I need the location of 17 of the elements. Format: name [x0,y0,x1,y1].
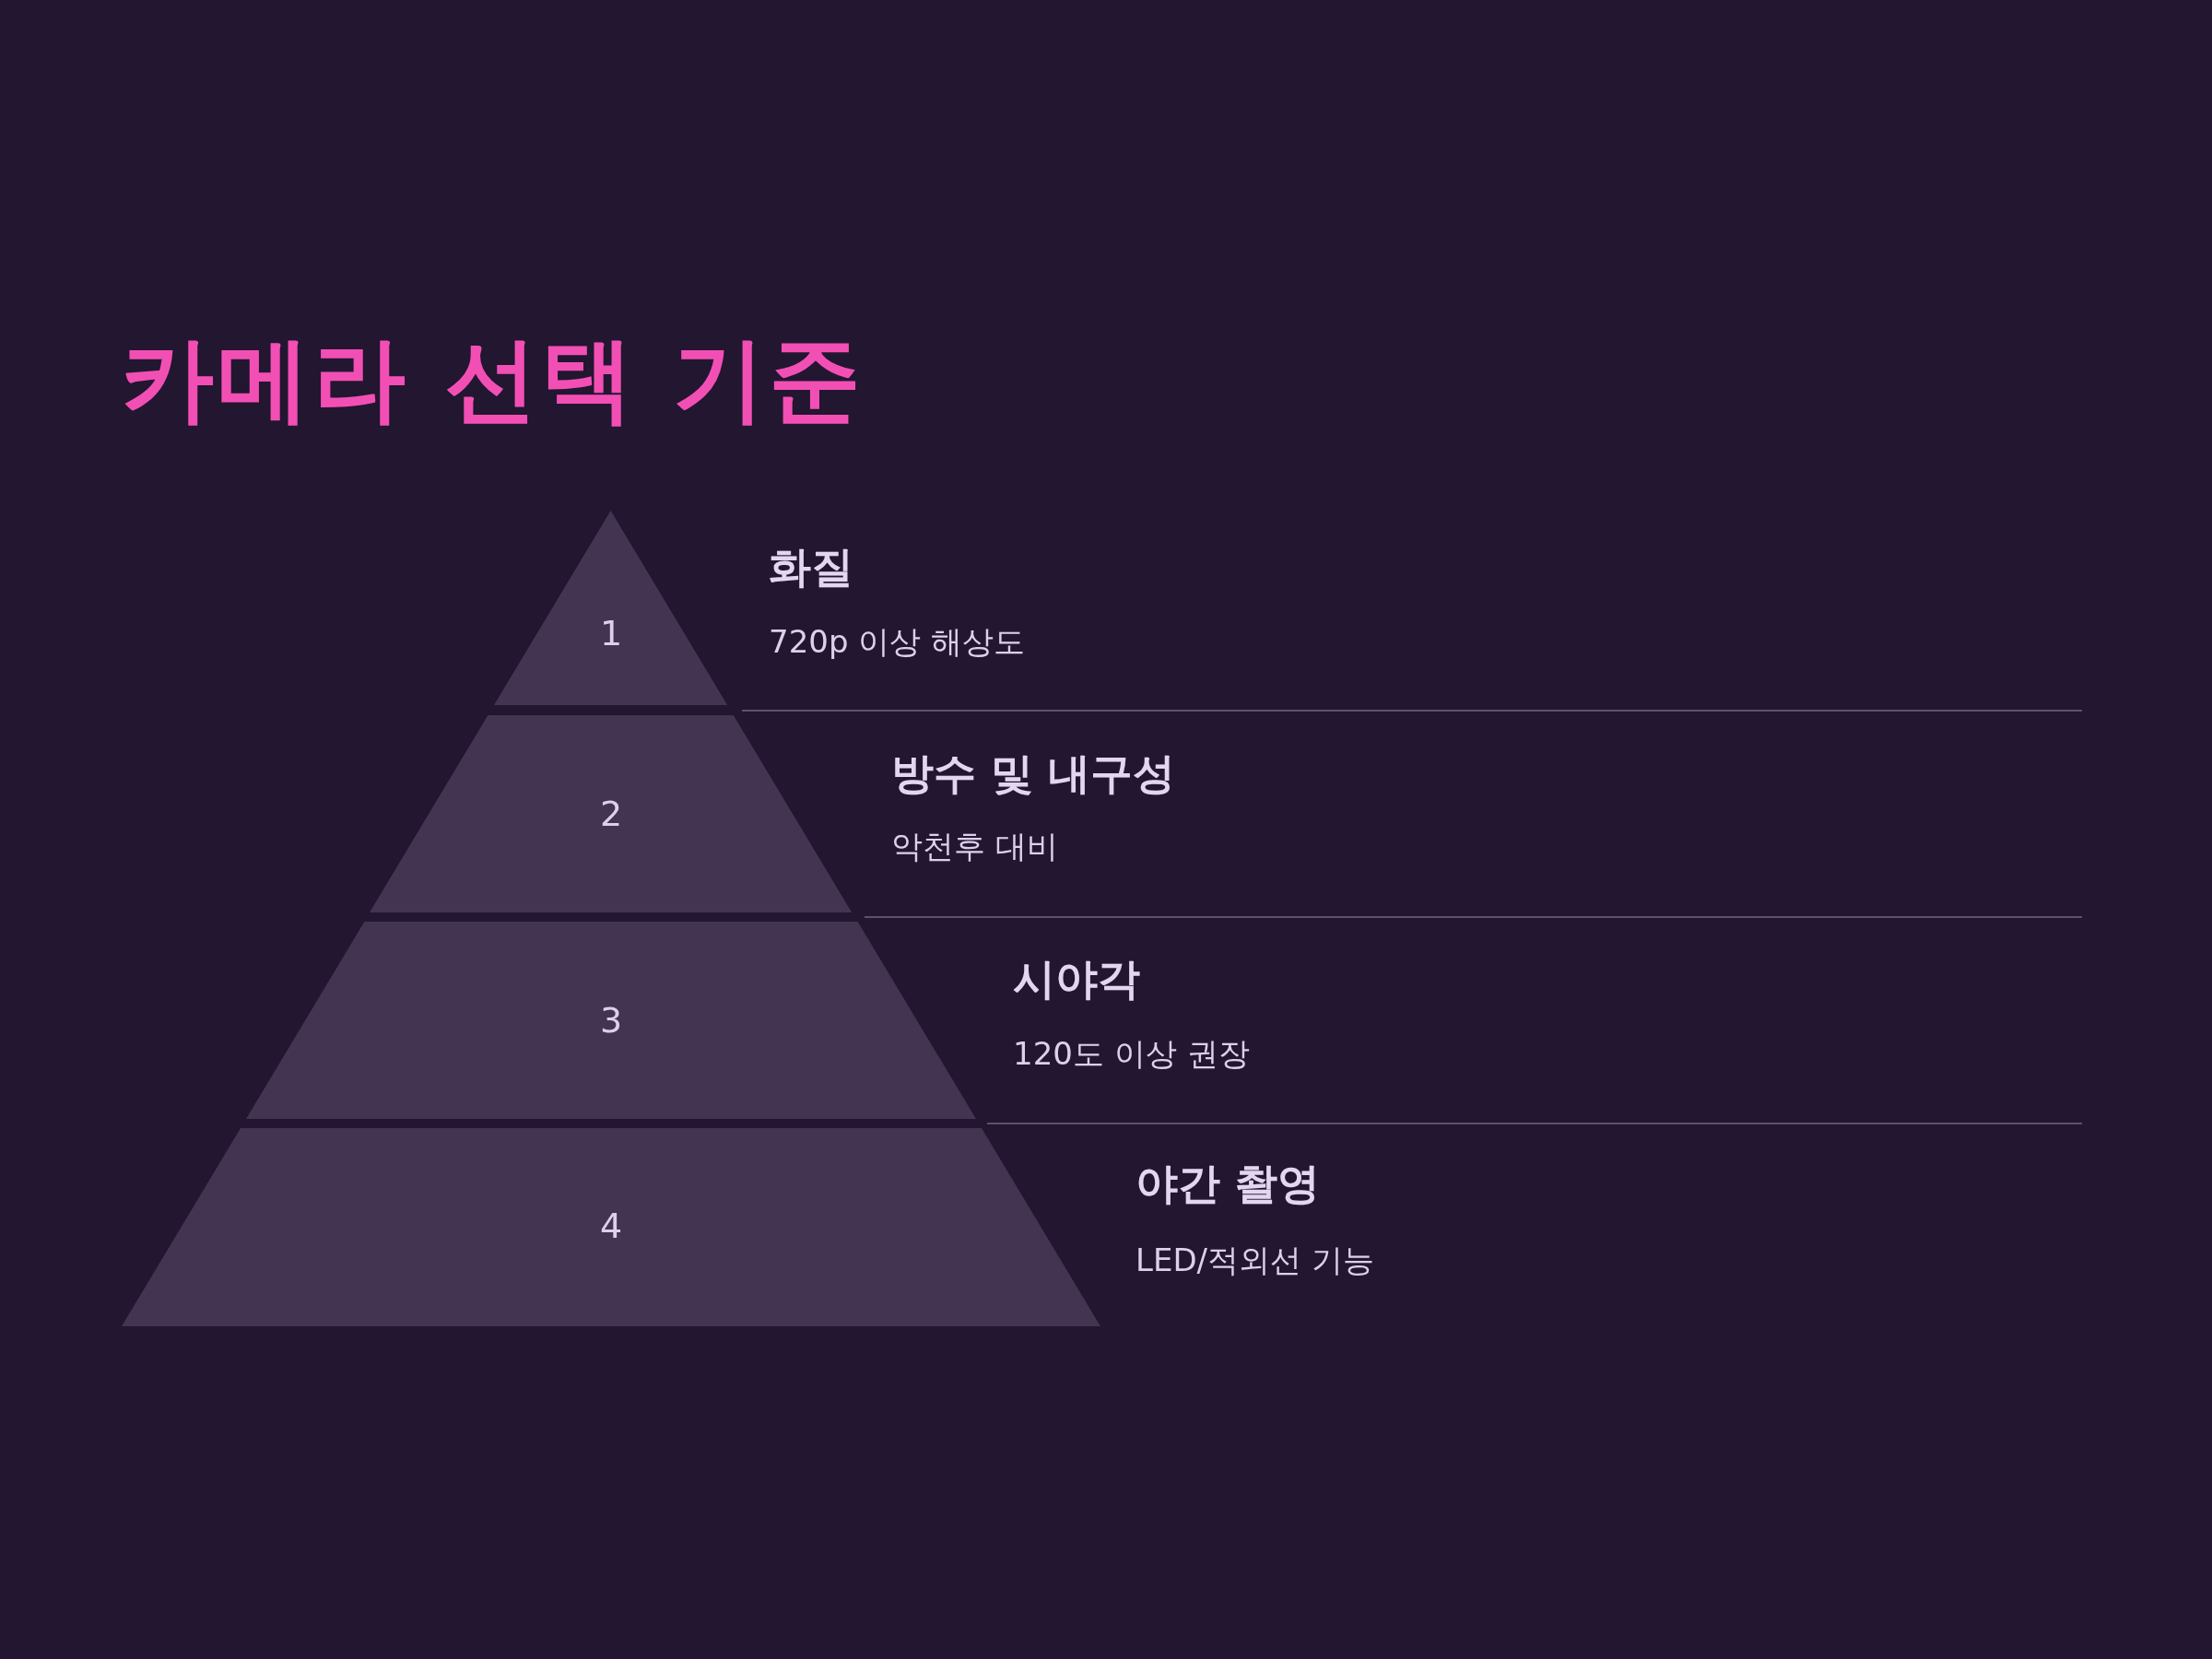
tier-description: 720p 이상 해상도 [769,622,1026,662]
tier-heading: 방수 및 내구성 [891,747,1176,799]
tier-heading: 시야각 [1013,953,1140,1005]
pyramid-tier [246,922,976,1119]
tier-number: 2 [599,793,623,835]
tier-number: 4 [599,1205,623,1247]
tier-number: 1 [599,612,623,654]
tier-description: LED/적외선 기능 [1135,1241,1374,1280]
pyramid-top-tier [494,511,728,705]
tier-description: 악천후 대비 [891,827,1058,866]
pyramid-tier [370,715,853,912]
tier-heading: 야간 촬영 [1135,1158,1320,1209]
tier-description: 120도 이상 권장 [1013,1034,1250,1074]
title: 카메라 선택 기준 [122,324,865,435]
tier-heading: 화질 [769,541,853,593]
tier-number: 3 [599,999,623,1041]
pyramid-tier [122,1128,1100,1326]
